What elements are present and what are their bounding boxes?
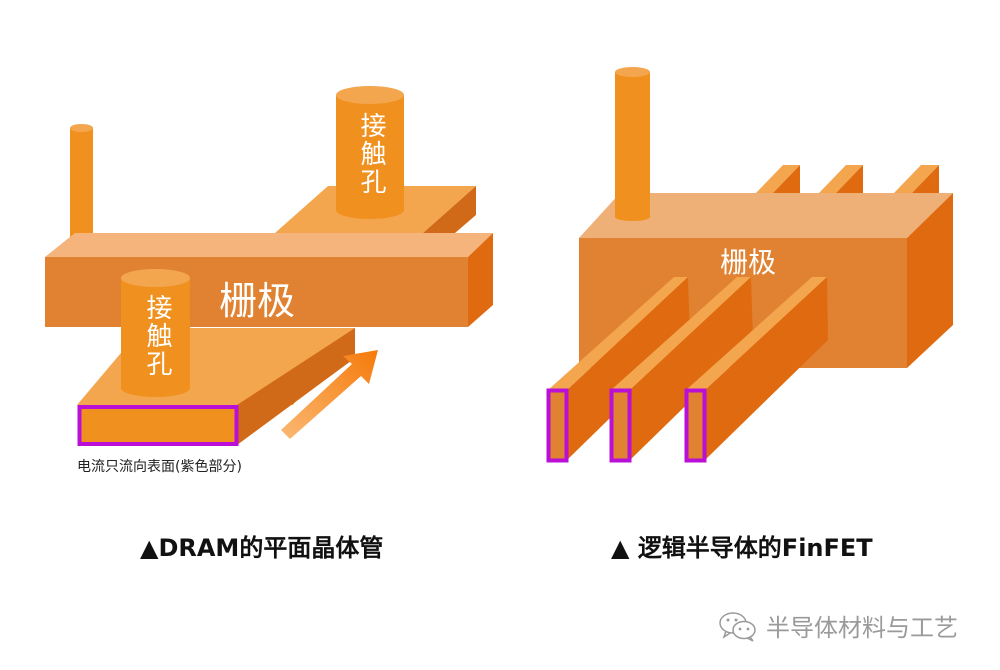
watermark: 半导体材料与工艺 xyxy=(718,608,958,643)
fin-2 xyxy=(611,277,753,460)
wechat-icon xyxy=(719,611,756,642)
finfet-transistor xyxy=(546,67,953,463)
contact-pillar xyxy=(615,67,650,221)
contact-label-back: 接触孔 xyxy=(356,112,386,196)
contact-label-front: 接触孔 xyxy=(142,294,172,378)
caption-dram: ▲DRAM的平面晶体管 xyxy=(140,534,384,562)
fin-1 xyxy=(548,277,690,460)
gate-bar xyxy=(45,233,493,327)
fin-surface-highlights xyxy=(546,388,707,463)
watermark-text: 半导体材料与工艺 xyxy=(766,614,958,642)
contact-pillar-front xyxy=(121,269,190,397)
fins-back xyxy=(756,165,939,193)
surface-current-note: 电流只流向表面(紫色部分) xyxy=(77,459,242,475)
gate-pin xyxy=(70,124,93,250)
channel-slab-front xyxy=(77,328,355,445)
fin-3 xyxy=(686,277,828,460)
caption-finfet: ▲ 逻辑半导体的FinFET xyxy=(611,534,873,562)
contact-pillar-back xyxy=(336,86,404,219)
current-direction-arrow xyxy=(281,350,378,439)
gate-label-right: 栅极 xyxy=(720,246,777,279)
dram-planar-transistor xyxy=(45,86,493,446)
surface-highlight xyxy=(77,405,239,446)
gate-label-left: 栅极 xyxy=(219,279,296,323)
